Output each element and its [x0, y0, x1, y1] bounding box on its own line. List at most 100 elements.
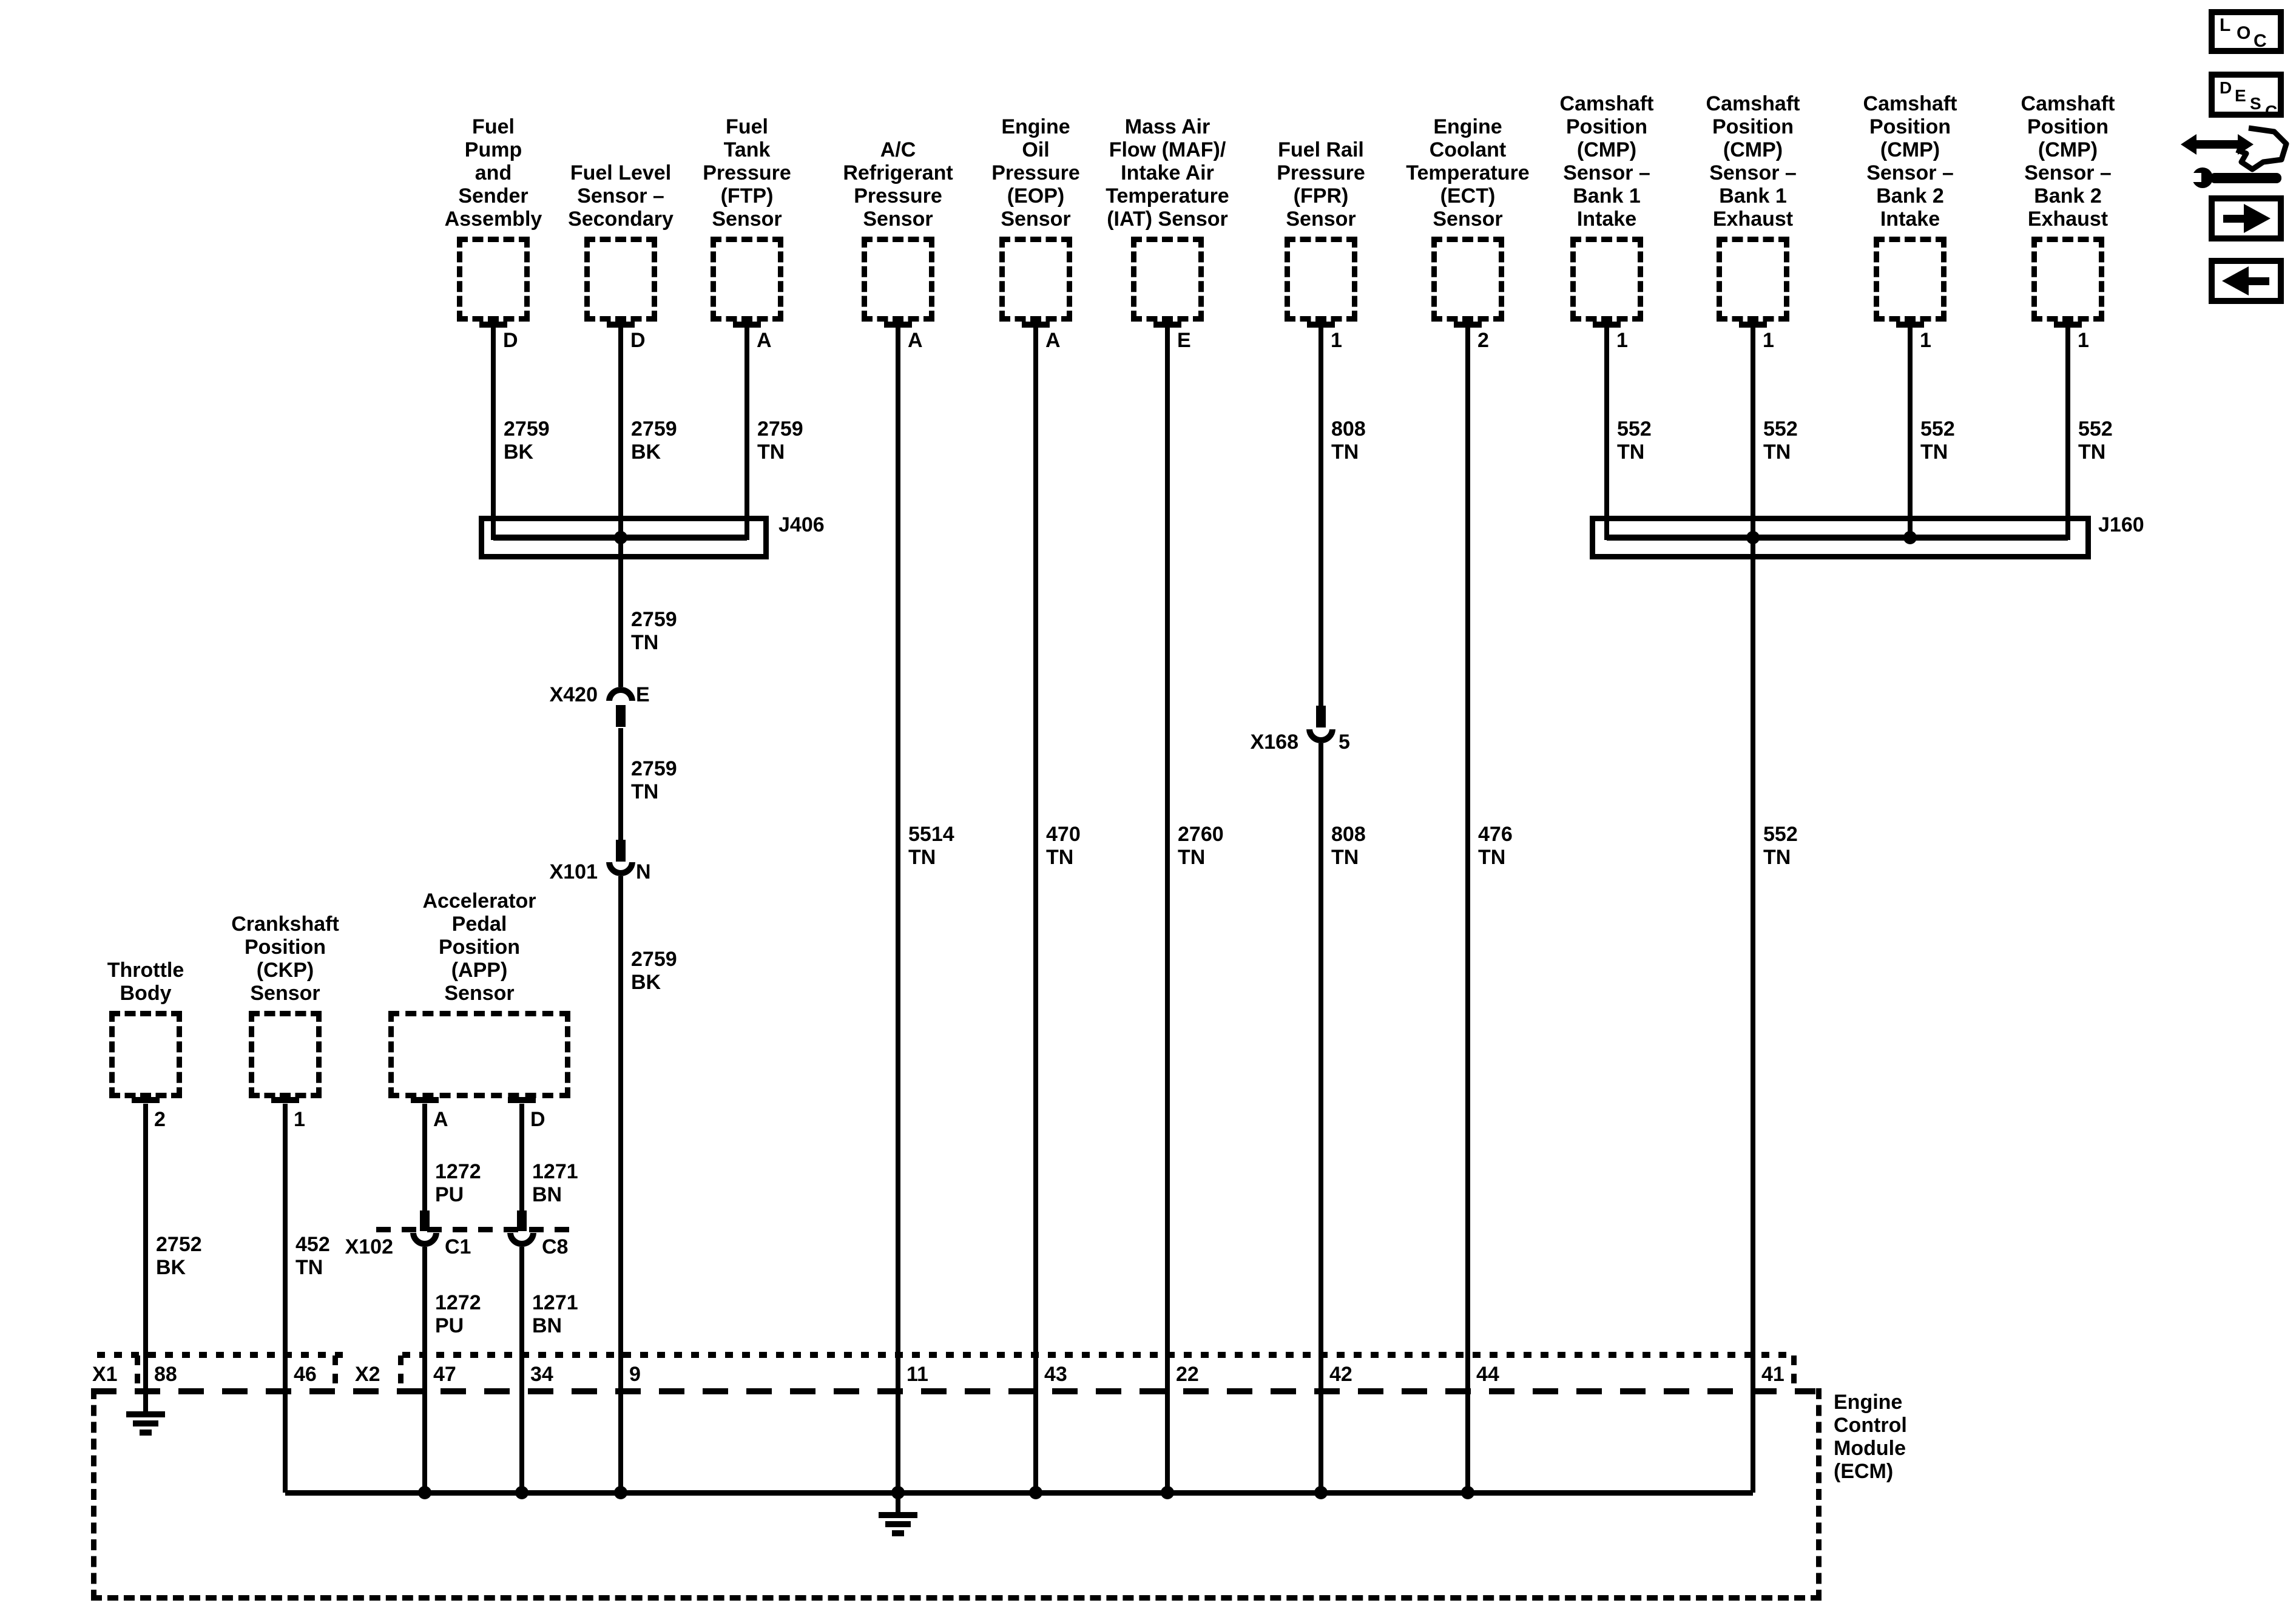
connector-terminal	[420, 1210, 430, 1231]
pin-tick	[1153, 322, 1181, 328]
ecm-connector-x1-label: X1	[92, 1363, 118, 1386]
ecm-bus-dot	[1161, 1486, 1174, 1499]
sensor-box-throttle-body	[109, 1011, 182, 1098]
wire	[422, 1247, 427, 1493]
pin-tick	[1593, 322, 1621, 328]
ecm-connector-top-edge	[97, 1352, 349, 1358]
sensor-label-throttle-body: Throttle Body	[107, 959, 184, 1005]
pin-tick	[733, 322, 761, 328]
connector-join-dashes	[376, 1227, 573, 1232]
connector-arc	[410, 1232, 439, 1247]
ground-icon	[126, 1411, 165, 1417]
ecm-bus-dot	[515, 1486, 528, 1499]
junction-block-J160	[1590, 516, 2091, 559]
wire-label: 2752 BK	[156, 1233, 202, 1279]
wire-label: 552 TN	[1763, 823, 1798, 869]
wire-label: 808 TN	[1331, 417, 1366, 464]
pin-label: 2	[1477, 329, 1489, 352]
wire	[1908, 325, 1913, 540]
sensor-box-crankshaft-position-ckp-sensor	[249, 1011, 322, 1098]
wire	[2065, 325, 2070, 540]
button-letter: C	[2254, 31, 2267, 51]
ecm-pin-label: 34	[530, 1363, 553, 1386]
connector-label-X102: X102	[345, 1235, 393, 1258]
sensor-label-cmp-sensor-bank2-exhaust: Camshaft Position (CMP) Sensor – Bank 2 …	[2021, 92, 2115, 231]
pin-label: A	[1045, 329, 1061, 352]
wire-label: 552 TN	[1763, 417, 1798, 464]
pin-tick	[271, 1097, 299, 1103]
ecm-pin-label: 88	[154, 1363, 177, 1386]
pin-tick	[1454, 322, 1482, 328]
pin-label: D	[630, 329, 646, 352]
sensor-label-fuel-pump-and-sender-assembly: Fuel Pump and Sender Assembly	[444, 115, 542, 231]
connector-terminal	[616, 705, 626, 727]
pin-label: 1	[1616, 329, 1628, 352]
wire	[519, 1247, 524, 1493]
ecm-connector-x2-label: X2	[355, 1363, 380, 1386]
pin-tick	[479, 322, 507, 328]
sensor-label-cmp-sensor-bank1-intake: Camshaft Position (CMP) Sensor – Bank 1 …	[1559, 92, 1654, 231]
connector-label-X420: X420	[549, 683, 598, 706]
pin-tick	[607, 322, 635, 328]
pin-tick	[508, 1097, 536, 1103]
ecm-bus-dot	[1314, 1486, 1328, 1499]
connector-arc	[606, 687, 635, 701]
sensor-label-cmp-sensor-bank1-exhaust: Camshaft Position (CMP) Sensor – Bank 1 …	[1706, 92, 1800, 231]
ecm-pin-label: 41	[1761, 1363, 1784, 1386]
button-letter: E	[2235, 86, 2246, 105]
sensor-label-fuel-level-sensor-secondary: Fuel Level Sensor – Secondary	[568, 161, 674, 231]
ecm-connector-separator	[135, 1355, 140, 1391]
connector-label-X101: X101	[549, 860, 598, 883]
connector-arc	[507, 1232, 536, 1247]
sensor-box-maf-iat-sensor	[1131, 237, 1204, 322]
wire	[283, 1104, 288, 1493]
wire-label: 476 TN	[1478, 823, 1513, 869]
wire-label: 5514 TN	[908, 823, 954, 869]
ecm-connector-separator	[398, 1355, 403, 1391]
wire-label: 1271 BN	[532, 1160, 578, 1206]
wire-label: 2759 BK	[631, 948, 677, 994]
wrench-double-arrow-icon[interactable]	[2178, 124, 2294, 188]
pin-label: 1	[1331, 329, 1342, 352]
sensor-label-maf-iat-sensor: Mass Air Flow (MAF)/ Intake Air Temperat…	[1106, 115, 1229, 231]
wire-label: 452 TN	[295, 1233, 330, 1279]
junction-bus	[1607, 535, 2068, 541]
wire-label: 2759 TN	[631, 757, 677, 803]
next-arrow-icon[interactable]	[2209, 195, 2284, 241]
pin-label: A	[908, 329, 923, 352]
wire-label: 552 TN	[2078, 417, 2113, 464]
button-letter: D	[2220, 78, 2232, 97]
pin-tick	[2054, 322, 2082, 328]
connector-pin-label: C8	[542, 1235, 569, 1258]
pin-tick	[132, 1097, 160, 1103]
connector-pin-label: 5	[1339, 731, 1350, 754]
wire	[1319, 325, 1323, 707]
junction-dot	[1746, 531, 1760, 544]
wire	[1604, 325, 1609, 540]
wire-label: 2759 BK	[504, 417, 550, 464]
sensor-box-fuel-tank-pressure-ftp-sensor	[711, 237, 783, 322]
pin-label: 1	[294, 1108, 305, 1131]
ground-icon	[133, 1420, 158, 1426]
back-arrow-icon[interactable]	[2209, 258, 2284, 304]
ecm-pin-label: 11	[907, 1363, 928, 1386]
wire-label: 808 TN	[1331, 823, 1366, 869]
ecm-label: Engine Control Module (ECM)	[1834, 1391, 1907, 1483]
pin-label: E	[1177, 329, 1191, 352]
sensor-label-engine-coolant-temperature-ect-sensor: Engine Coolant Temperature (ECT) Sensor	[1406, 115, 1530, 231]
ecm-pin-label: 22	[1176, 1363, 1199, 1386]
ecm-pin-label: 43	[1044, 1363, 1067, 1386]
ecm-internal-bus	[285, 1490, 1753, 1496]
wire	[519, 1104, 524, 1210]
sensor-box-fuel-rail-pressure-fpr-sensor	[1285, 237, 1357, 322]
ground-stub	[143, 1393, 148, 1411]
sensor-box-accelerator-pedal-position-app-sensor	[388, 1011, 570, 1098]
connector-pin-label: C1	[445, 1235, 471, 1258]
sensor-box-engine-coolant-temperature-ect-sensor	[1431, 237, 1504, 322]
ecm-pin-label: 42	[1329, 1363, 1352, 1386]
ecm-bus-dot	[1029, 1486, 1042, 1499]
ground-icon	[140, 1430, 152, 1436]
